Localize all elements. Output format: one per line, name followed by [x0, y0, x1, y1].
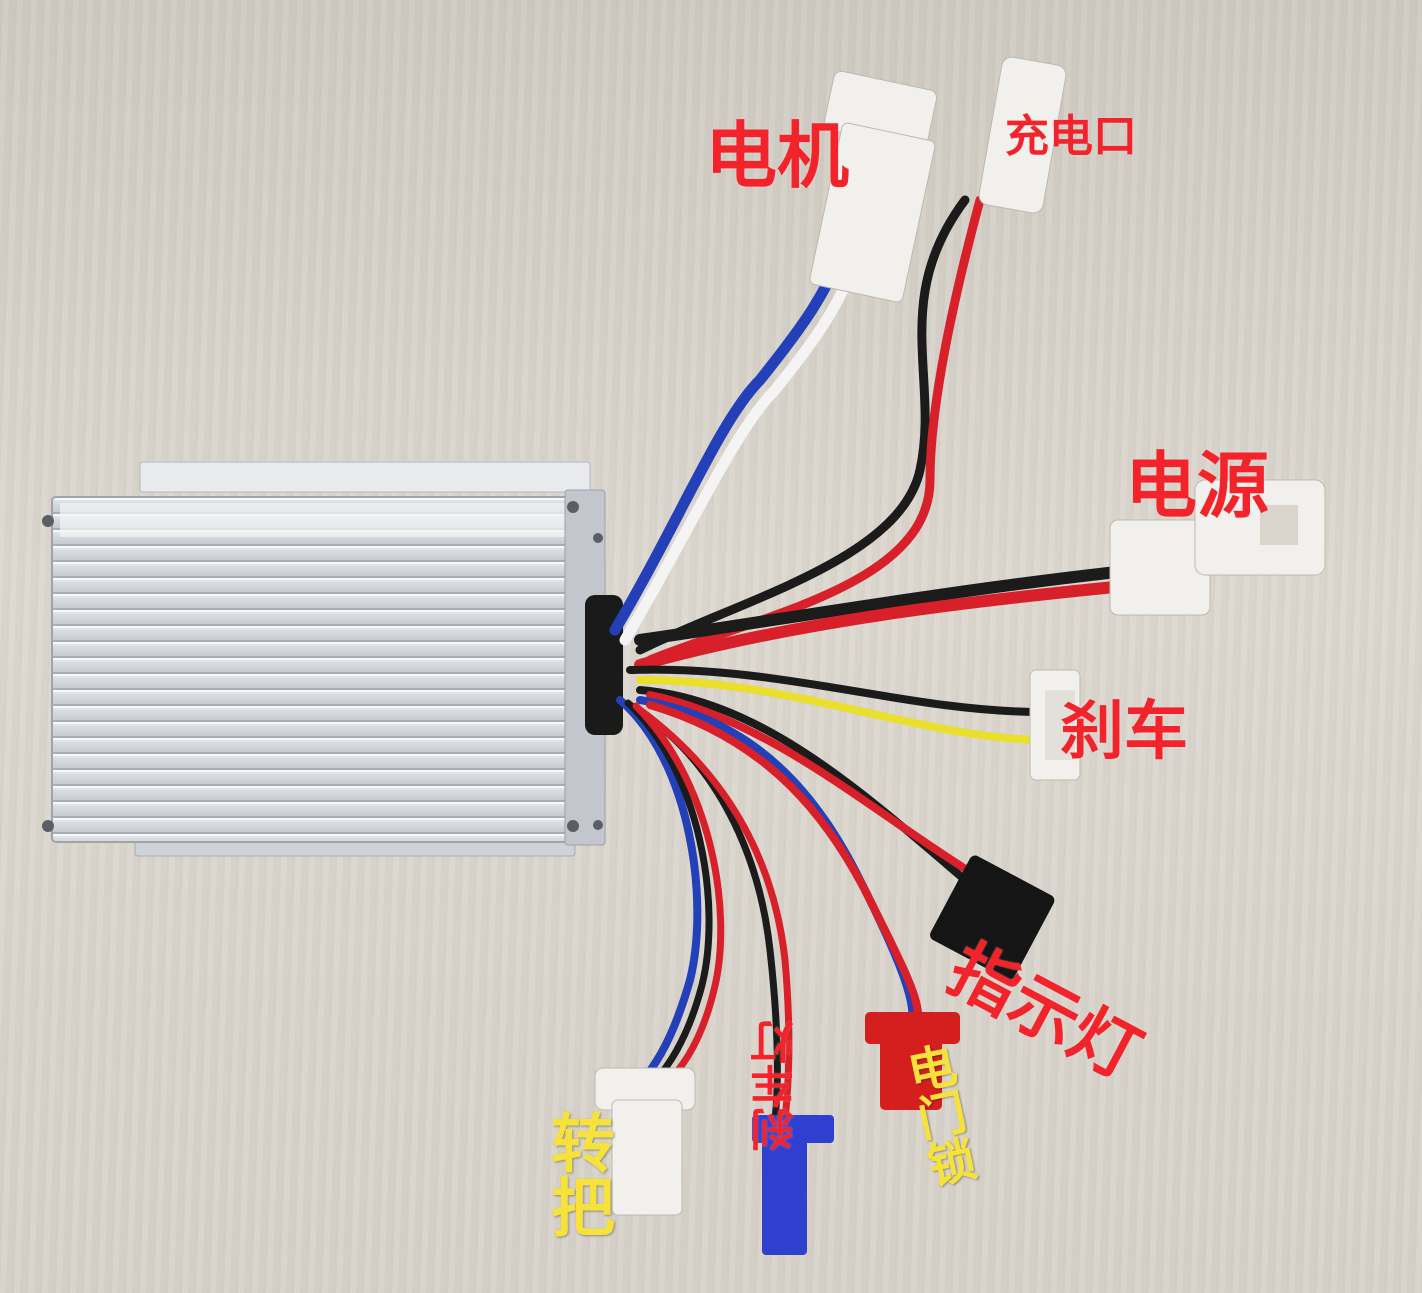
- label-motor: 电机: [705, 114, 850, 198]
- label-power: 电源: [1125, 444, 1270, 528]
- throttle-connector: [594, 1067, 696, 1216]
- power-connector: [1109, 479, 1326, 616]
- brake-light-connector: [752, 1115, 834, 1255]
- brake-connector: [1029, 669, 1081, 781]
- motor-connector: [809, 70, 938, 303]
- motor-controller-box: [42, 461, 623, 857]
- door-lock-connector: [865, 1012, 960, 1110]
- label-brake: 刹车: [1060, 695, 1188, 769]
- wire-harness: [609, 195, 1141, 1124]
- label-charging-port: 充电口: [1005, 111, 1137, 162]
- indicator-light-connector: [930, 855, 1055, 980]
- label-brake-light: 刹车灯: [751, 1020, 802, 1152]
- label-throttle: 转把: [540, 1110, 614, 1238]
- charging-port-connector: [978, 56, 1067, 214]
